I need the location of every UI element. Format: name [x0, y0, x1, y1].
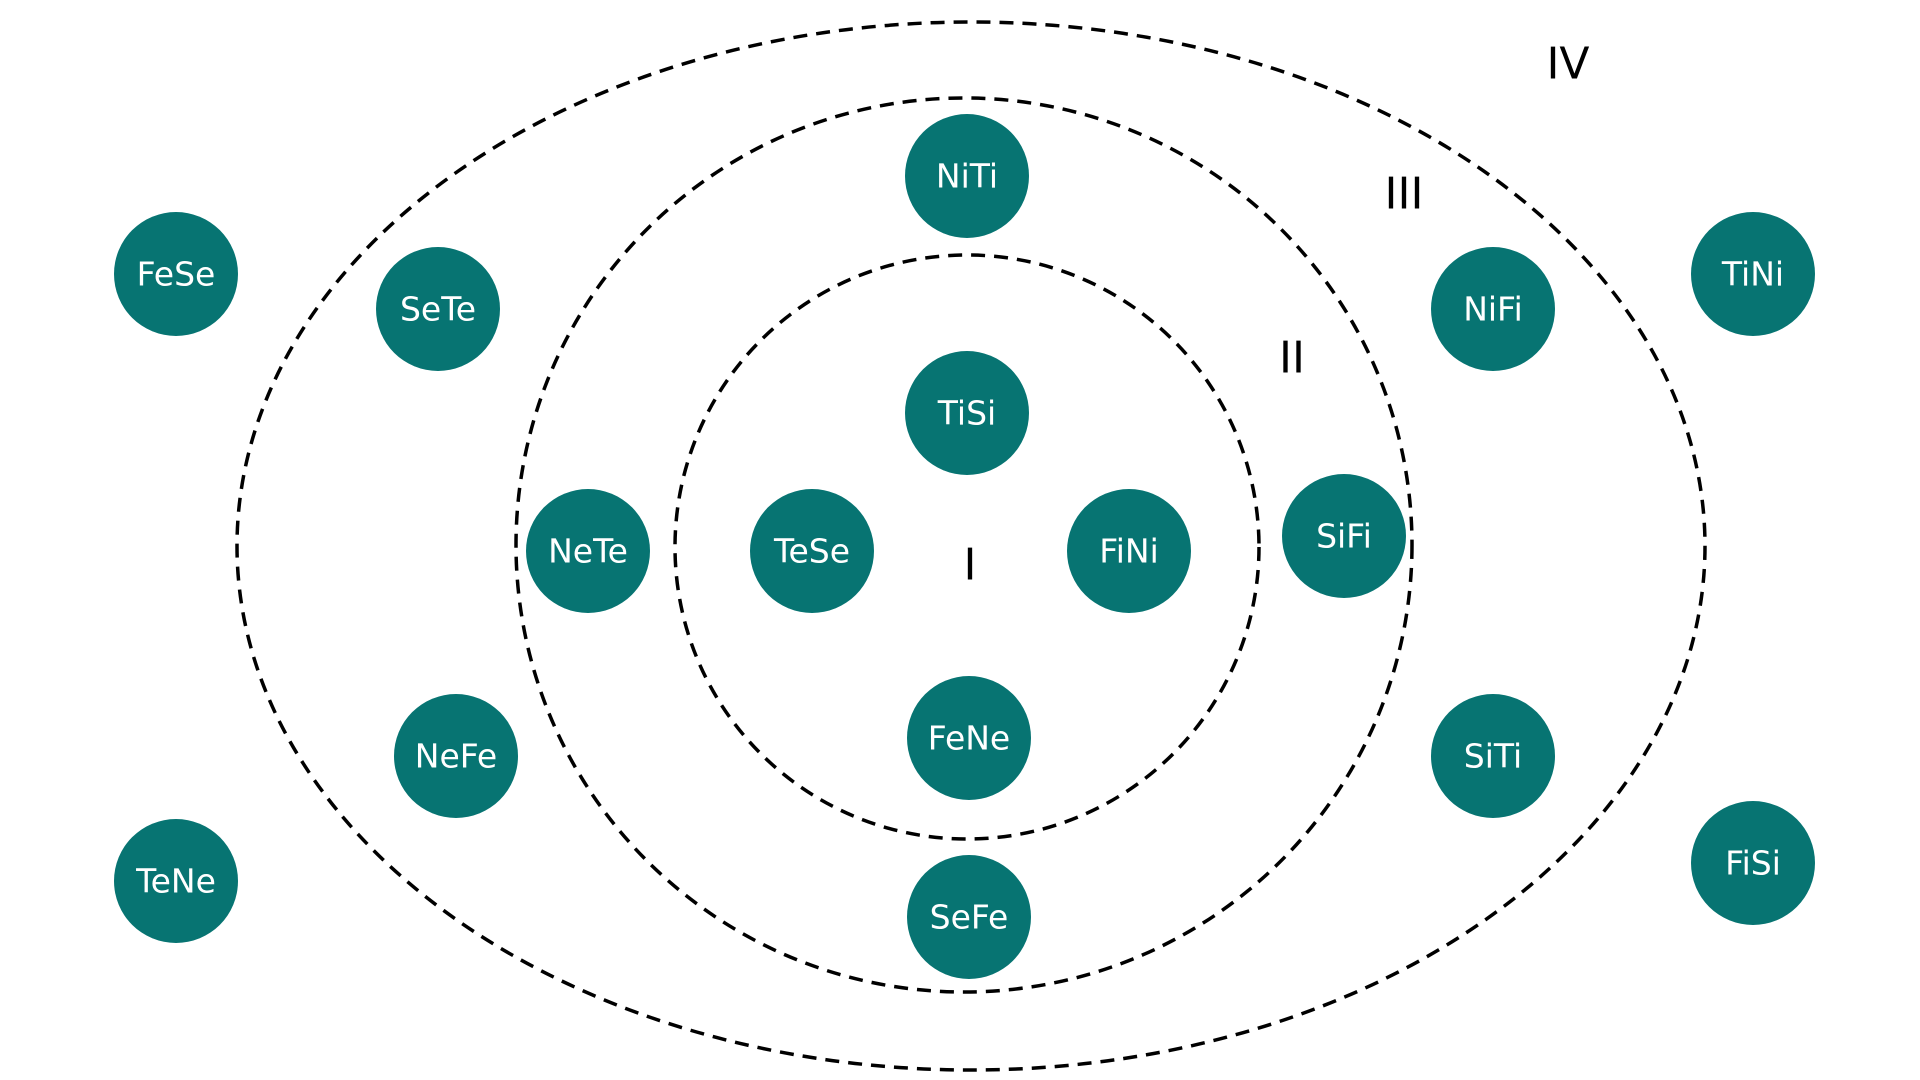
- node-nefe: NeFe: [394, 694, 518, 818]
- node-circle: [1691, 212, 1815, 336]
- node-fese: FeSe: [114, 212, 238, 336]
- ring-1: [673, 253, 1261, 841]
- node-circle: [905, 351, 1029, 475]
- node-label: SeTe: [400, 290, 476, 329]
- ring-label-iii: III: [1385, 169, 1424, 220]
- node-tini: TiNi: [1691, 212, 1815, 336]
- ring-label-i: I: [964, 540, 977, 591]
- nodes: NiTi TiSi TeSe FiNi FeNe NeTe SiFi SeFe …: [114, 114, 1815, 979]
- node-circle: [1691, 801, 1815, 925]
- node-label: TiSi: [937, 394, 996, 433]
- node-circle: [907, 855, 1031, 979]
- node-label: FeSe: [137, 255, 216, 294]
- node-nifi: NiFi: [1431, 247, 1555, 371]
- node-label: NeFe: [415, 737, 497, 776]
- node-sifi: SiFi: [1282, 474, 1406, 598]
- ring-2: [514, 96, 1414, 994]
- node-label: FiSi: [1725, 844, 1781, 883]
- node-label: TeNe: [135, 862, 216, 901]
- node-label: TeSe: [773, 532, 850, 571]
- node-niti: NiTi: [905, 114, 1029, 238]
- ring-3: [235, 20, 1707, 1072]
- node-circle: [750, 489, 874, 613]
- node-circle: [526, 489, 650, 613]
- node-label: NiFi: [1463, 290, 1523, 329]
- node-label: FiNi: [1099, 532, 1159, 571]
- node-circle: [376, 247, 500, 371]
- node-circle: [907, 676, 1031, 800]
- node-label: SeFe: [930, 898, 1009, 937]
- node-circle: [1282, 474, 1406, 598]
- node-tisi: TiSi: [905, 351, 1029, 475]
- ring-label-iv: IV: [1546, 39, 1589, 90]
- node-circle: [114, 212, 238, 336]
- node-label: SiFi: [1316, 517, 1372, 556]
- node-circle: [1431, 247, 1555, 371]
- node-nete: NeTe: [526, 489, 650, 613]
- node-tene: TeNe: [114, 819, 238, 943]
- rings: [235, 20, 1707, 1072]
- ring-labels: I II III IV: [964, 39, 1590, 591]
- node-circle: [1067, 489, 1191, 613]
- node-sefe: SeFe: [907, 855, 1031, 979]
- node-siti: SiTi: [1431, 694, 1555, 818]
- node-circle: [114, 819, 238, 943]
- node-label: TiNi: [1721, 255, 1784, 294]
- node-fene: FeNe: [907, 676, 1031, 800]
- node-fini: FiNi: [1067, 489, 1191, 613]
- node-fisi: FiSi: [1691, 801, 1815, 925]
- ring-label-ii: II: [1279, 333, 1305, 384]
- node-tese: TeSe: [750, 489, 874, 613]
- node-label: SiTi: [1464, 737, 1522, 776]
- node-label: NiTi: [936, 157, 998, 196]
- node-circle: [905, 114, 1029, 238]
- node-circle: [1431, 694, 1555, 818]
- node-circle: [394, 694, 518, 818]
- node-sete: SeTe: [376, 247, 500, 371]
- node-label: NeTe: [548, 532, 628, 571]
- node-label: FeNe: [928, 719, 1010, 758]
